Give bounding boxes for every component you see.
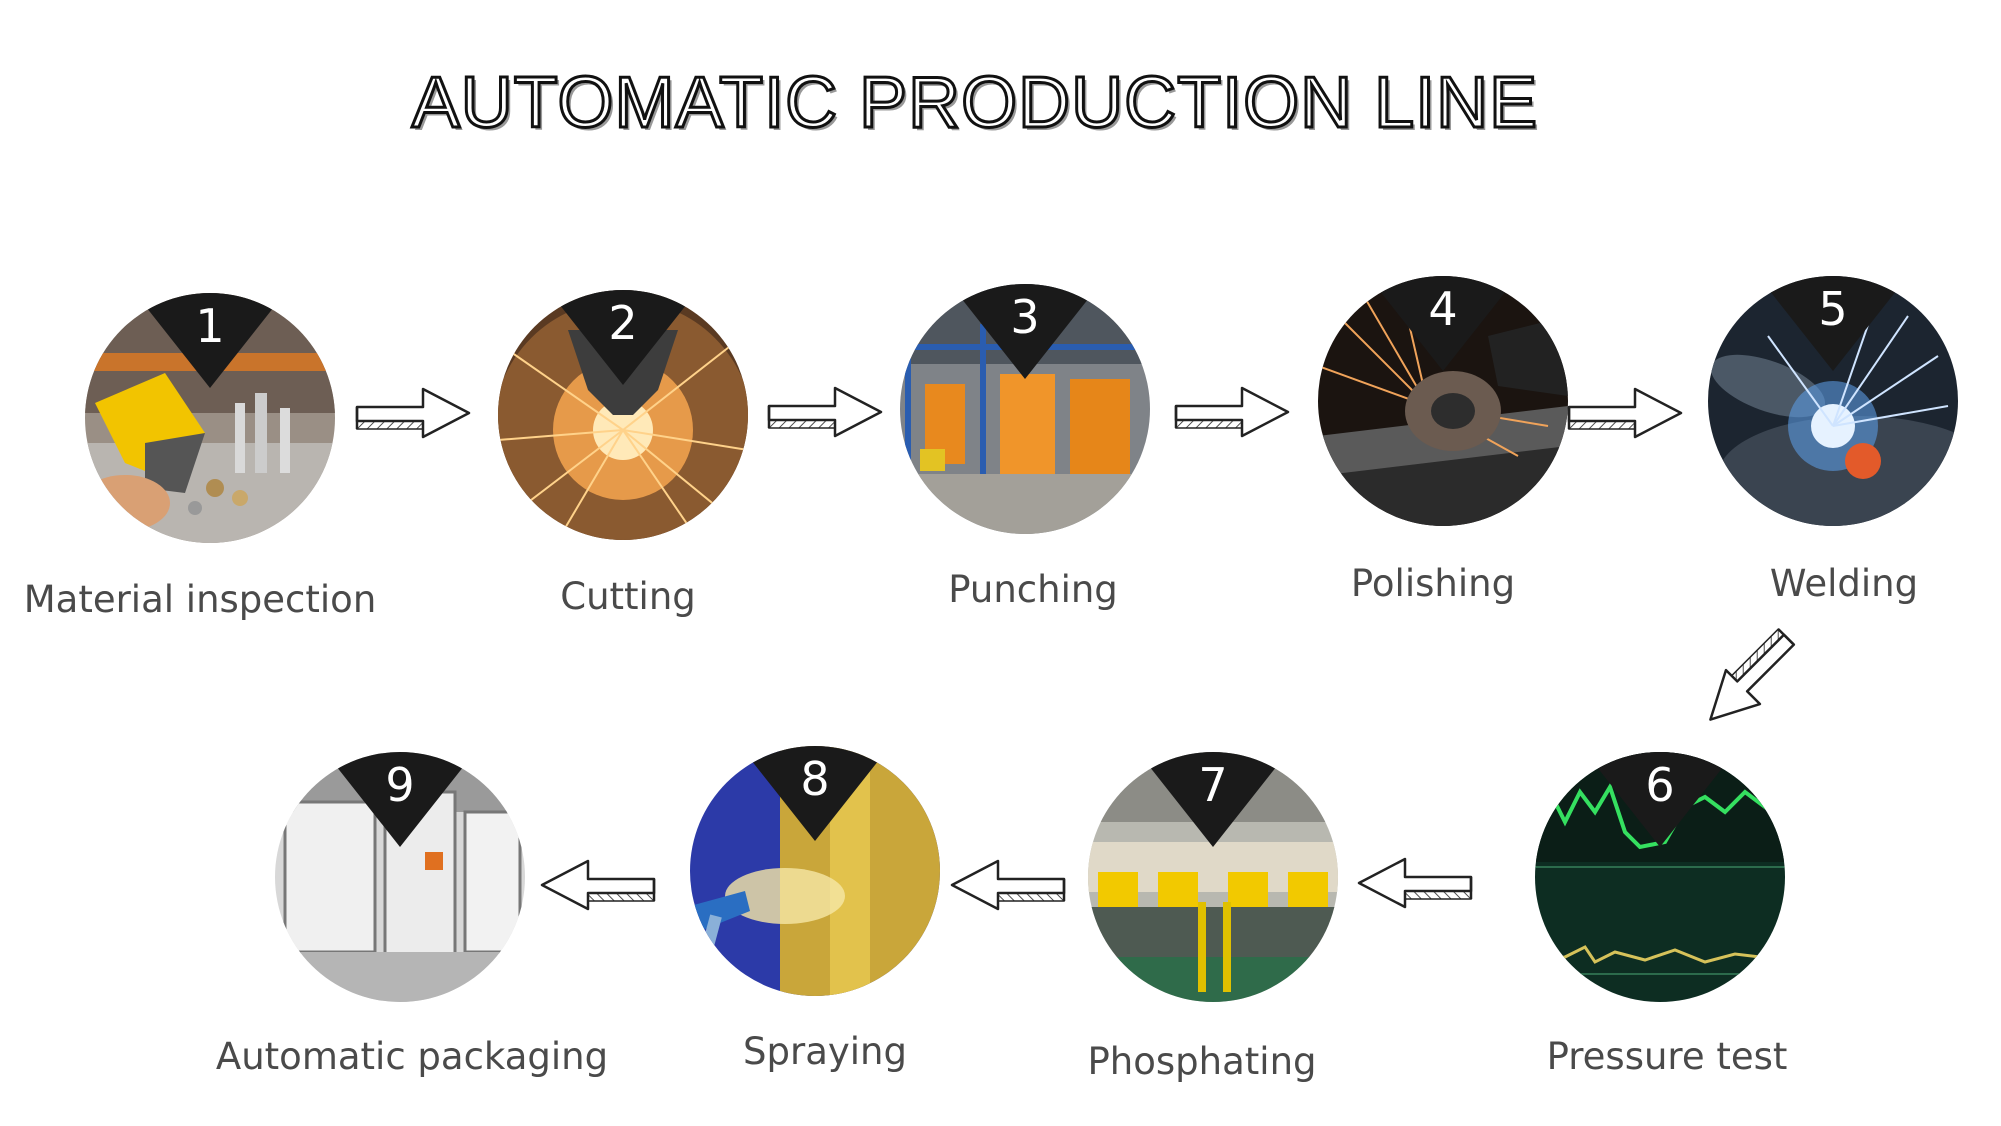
arrow-left-icon — [538, 855, 658, 915]
step-2-number: 2 — [608, 296, 638, 350]
cutting-image — [498, 290, 748, 540]
step-7-label: Phosphating — [1087, 1040, 1317, 1083]
step-9-label: Automatic packaging — [215, 1035, 609, 1078]
arrow-left-icon — [1355, 853, 1475, 913]
step-1-badge: 1 — [135, 293, 285, 388]
step-4-badge: 4 — [1368, 276, 1518, 371]
step-6-label: Pressure test — [1546, 1035, 1788, 1078]
step-2-label: Cutting — [560, 575, 696, 618]
arrow-right-icon — [765, 382, 885, 442]
step-9-circle: 9 — [275, 752, 525, 1002]
step-4-label: Polishing — [1350, 562, 1516, 605]
arrow-right-icon — [1565, 383, 1685, 443]
step-7-number: 7 — [1198, 758, 1228, 812]
step-1-label: Material inspection — [23, 578, 377, 621]
step-8-circle: 8 — [690, 746, 940, 996]
step-5-badge: 5 — [1758, 276, 1908, 371]
arrow-left-icon — [948, 855, 1068, 915]
step-5-number: 5 — [1818, 282, 1848, 336]
arrow-right-icon — [353, 383, 473, 443]
step-4-circle: 4 — [1318, 276, 1568, 526]
step-9-number: 9 — [385, 758, 415, 812]
step-3-number: 3 — [1010, 290, 1040, 344]
step-3-label: Punching — [948, 568, 1118, 611]
step-4-number: 4 — [1428, 282, 1458, 336]
step-3-circle: 3 — [900, 284, 1150, 534]
step-7-circle: 7 — [1088, 752, 1338, 1002]
arrow-right-icon — [1172, 382, 1292, 442]
step-7-badge: 7 — [1138, 752, 1288, 847]
step-3-badge: 3 — [950, 284, 1100, 379]
step-5-circle: 5 — [1708, 276, 1958, 526]
page-title: AUTOMATIC PRODUCTION LINE — [410, 62, 1539, 145]
arrow-down-left-icon — [1686, 616, 1813, 743]
step-2-badge: 2 — [548, 290, 698, 385]
step-1-circle: 1 — [85, 293, 335, 543]
step-6-circle: 6 — [1535, 752, 1785, 1002]
step-8-label: Spraying — [743, 1030, 907, 1073]
step-6-badge: 6 — [1585, 752, 1735, 847]
step-2-circle: 2 — [498, 290, 748, 540]
step-9-badge: 9 — [325, 752, 475, 847]
step-8-badge: 8 — [740, 746, 890, 841]
step-6-number: 6 — [1645, 758, 1675, 812]
step-5-label: Welding — [1769, 562, 1919, 605]
step-8-number: 8 — [800, 752, 830, 806]
step-1-number: 1 — [195, 299, 225, 353]
